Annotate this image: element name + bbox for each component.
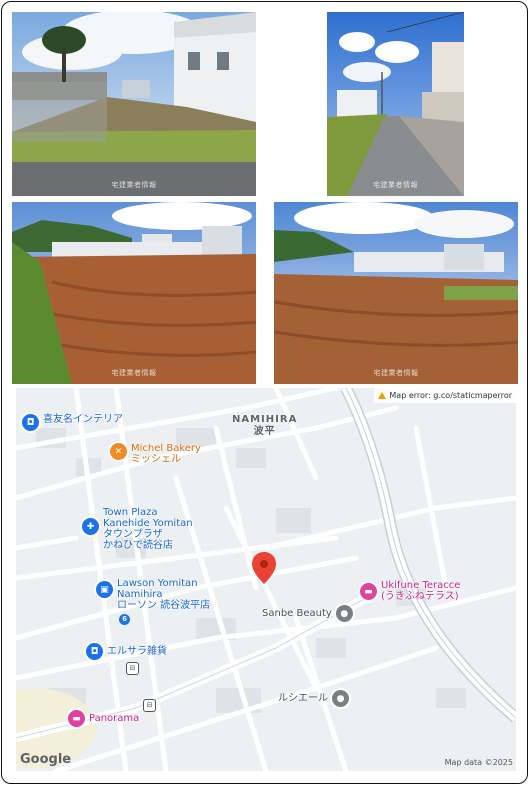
property-photo-4[interactable]: 宅建業者情報	[274, 202, 518, 384]
poi-label: Town Plaza	[103, 507, 158, 518]
poi-kiyuna[interactable]: ◘ 喜友名インテリア	[22, 414, 123, 431]
poi-label: Sanbe Beauty	[262, 608, 332, 619]
poi-label-ja: ローソン 読谷波平店	[117, 600, 211, 611]
photo-1-image	[12, 12, 256, 196]
map-error-text: Map error: g.co/staticmaperror	[389, 391, 512, 400]
poi-sanbe-beauty[interactable]: Sanbe Beauty ●	[262, 605, 353, 622]
photo-3-image	[12, 202, 256, 384]
place-icon: ●	[335, 605, 353, 622]
poi-label-ja: (うきふねテラス)	[381, 591, 459, 602]
poi-label-ja-line2: かねひで読谷店	[103, 540, 173, 551]
poi-label: 喜友名インテリア	[43, 414, 123, 425]
bus-stop-icon: ⊟	[126, 662, 139, 675]
property-photo-3[interactable]: 宅建業者情報	[12, 202, 256, 384]
photo-4-image	[274, 202, 518, 384]
poi-label: ルシエール	[278, 693, 328, 704]
shopping-bag-icon: ◘	[86, 643, 103, 660]
poi-label-ja: タウンプラザ	[103, 529, 163, 540]
poi-michel-bakery[interactable]: ✕ Michel Bakery ミッシェル	[110, 443, 201, 465]
poi-label: エルサラ雑貨	[107, 646, 167, 657]
google-logo: Google	[20, 752, 71, 767]
property-location-marker-icon[interactable]	[252, 552, 276, 584]
photo-watermark: 宅建業者情報	[111, 181, 157, 189]
area-name-ja: 波平	[253, 426, 276, 437]
shopping-cart-icon: ✚	[82, 518, 99, 535]
property-photo-2[interactable]: 宅建業者情報	[327, 12, 464, 196]
poi-town-plaza[interactable]: ✚ Town Plaza Kanehide Yomitan タウンプラザ かねひ…	[82, 507, 193, 551]
area-name: NAMIHIRA 波平	[232, 414, 297, 438]
poi-label: Lawson Yomitan	[117, 578, 198, 589]
poi-label: Michel Bakery	[131, 443, 201, 454]
poi-label: Panorama	[89, 713, 140, 724]
lodging-icon: ▬	[360, 583, 377, 600]
google-logo-text: Google	[20, 752, 72, 767]
lodging-icon: ▬	[68, 710, 85, 727]
shopping-bag-icon: ◘	[22, 414, 39, 431]
route-marker: 6	[119, 614, 130, 625]
bakery-icon: ✕	[110, 443, 127, 460]
map-error-banner: Map error: g.co/staticmaperror	[374, 388, 516, 403]
poi-rushieru[interactable]: ルシエール ●	[278, 690, 349, 707]
bus-stop-icon: ⊟	[143, 699, 156, 712]
location-map[interactable]: Map error: g.co/staticmaperror NAMIHIRA …	[16, 388, 516, 771]
photo-watermark: 宅建業者情報	[373, 181, 418, 189]
poi-ukifune-teracce[interactable]: ▬ Ukifune Teracce (うきふねテラス)	[360, 580, 460, 602]
poi-panorama[interactable]: ▬ Panorama	[68, 710, 139, 727]
poi-erusara[interactable]: ◘ エルサラ雑貨	[86, 643, 167, 660]
property-photo-1[interactable]: 宅建業者情報	[12, 12, 256, 196]
poi-lawson[interactable]: ▣ Lawson Yomitan Namihira ローソン 読谷波平店	[96, 578, 210, 611]
map-attribution: Map data ©2025	[444, 758, 513, 767]
poi-label: Ukifune Teracce	[381, 580, 461, 591]
poi-label-line2: Namihira	[117, 589, 163, 600]
photo-watermark: 宅建業者情報	[111, 369, 157, 377]
place-icon: ●	[332, 690, 349, 707]
warning-icon	[378, 392, 387, 399]
area-name-en: NAMIHIRA	[232, 414, 298, 425]
convenience-store-icon: ▣	[96, 581, 113, 598]
poi-label-ja: ミッシェル	[131, 454, 181, 465]
poi-label-line2: Kanehide Yomitan	[103, 518, 193, 529]
photo-2-image	[327, 12, 464, 196]
photo-watermark: 宅建業者情報	[373, 369, 419, 377]
